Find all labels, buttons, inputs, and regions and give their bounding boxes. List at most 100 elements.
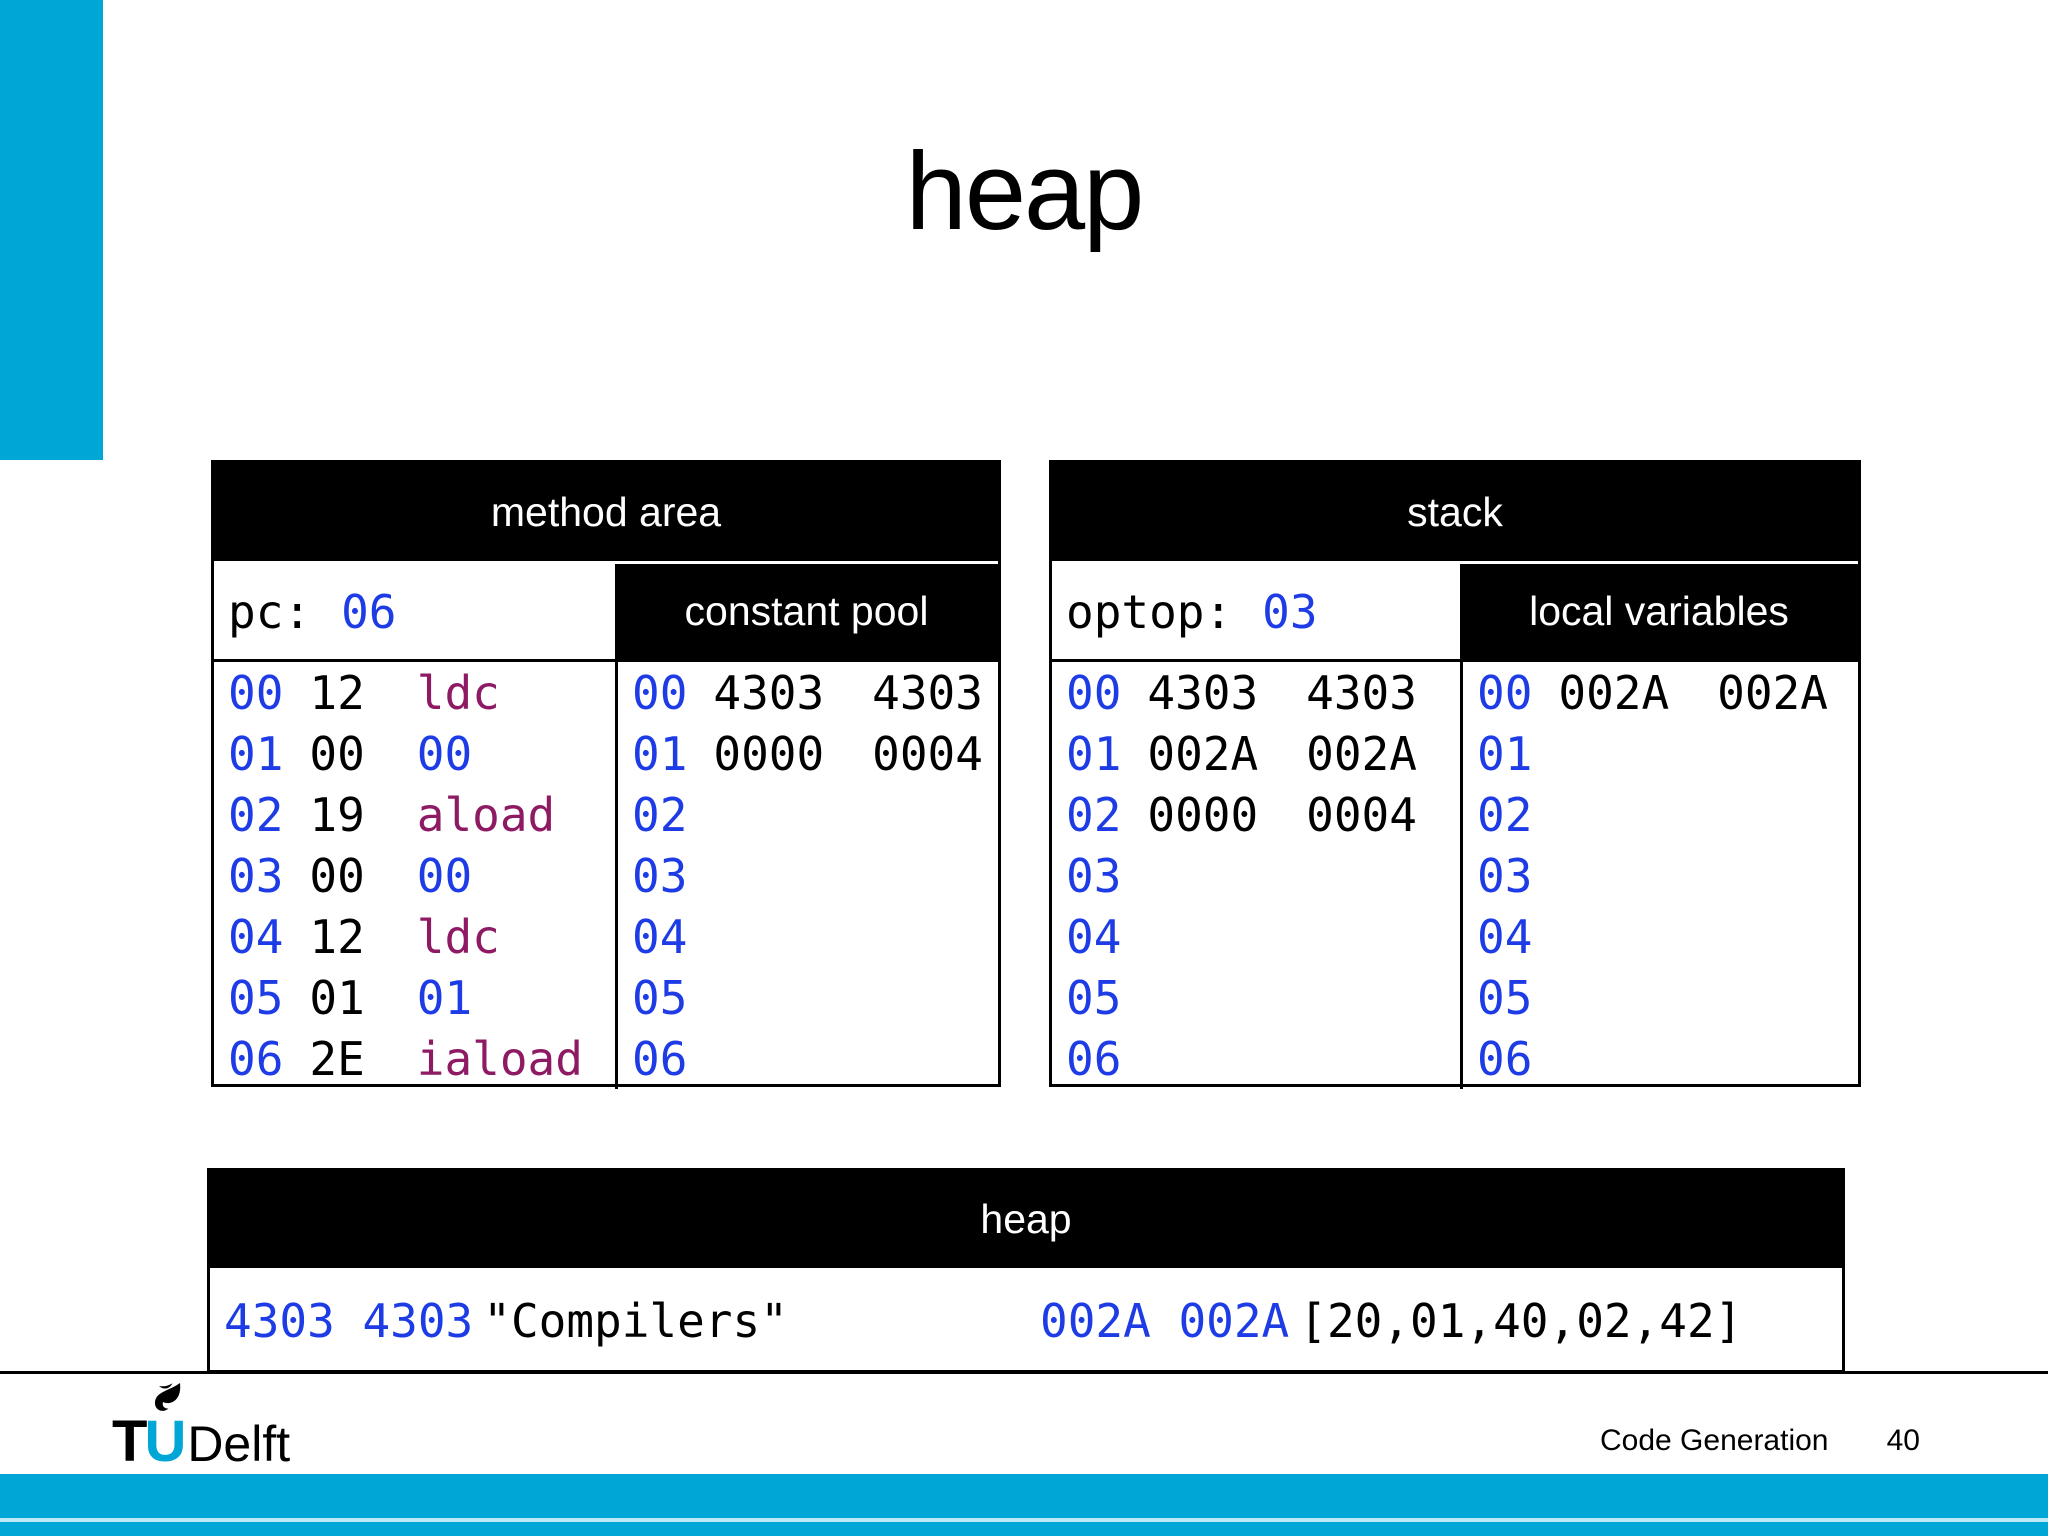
method-area-header: method area <box>214 463 998 561</box>
byte-value: 00 <box>309 726 365 781</box>
address-label: 03 <box>1477 848 1533 903</box>
byte-value: 12 <box>309 909 365 964</box>
address-label: 06 <box>228 1031 284 1086</box>
table-row: 00 002A 002A <box>1463 662 1858 723</box>
byte-value: 2E <box>309 1031 365 1086</box>
heap-value: "Compilers" <box>483 1293 788 1348</box>
method-area-subheader-row: pc: 06 constant pool <box>214 564 998 662</box>
address-label: 05 <box>1477 970 1533 1025</box>
stack-header: stack <box>1052 463 1858 561</box>
address-label: 06 <box>1477 1031 1533 1086</box>
mnemonic: ldc <box>416 665 500 720</box>
table-row: 03 <box>1052 845 1460 906</box>
method-area-table: method area pc: 06 constant pool 00 12 ldc… <box>211 460 1001 1089</box>
cell-value: 4303 <box>1147 665 1259 720</box>
cell-value: 002A <box>1558 665 1670 720</box>
table-row: 04 <box>618 906 998 967</box>
heap-address: 002A 002A <box>1040 1293 1290 1348</box>
constant-pool-header: constant pool <box>615 564 998 659</box>
table-row: 05 <box>618 967 998 1028</box>
byte-value: 12 <box>309 665 365 720</box>
address-label: 04 <box>1066 909 1122 964</box>
heap-address: 4303 4303 <box>224 1293 474 1348</box>
address-label: 01 <box>228 726 284 781</box>
table-row: 05 <box>1463 967 1858 1028</box>
address-label: 03 <box>1066 848 1122 903</box>
table-row: 06 <box>618 1028 998 1089</box>
bottom-band-highlight <box>0 1518 2048 1522</box>
table-row: 01 002A 002A <box>1052 723 1460 784</box>
table-row: 00 12 ldc <box>214 662 615 723</box>
address-label: 01 <box>1477 726 1533 781</box>
address-label: 06 <box>632 1031 688 1086</box>
table-row: 02 <box>1463 784 1858 845</box>
address-label: 05 <box>632 970 688 1025</box>
footer-right: Code Generation 40 <box>1600 1424 1920 1458</box>
cell-value: 002A <box>1306 726 1417 781</box>
byte-value: 01 <box>309 970 365 1025</box>
address-label: 02 <box>1066 787 1122 842</box>
address-label: 03 <box>632 848 688 903</box>
footer-divider <box>0 1371 2048 1374</box>
mnemonic: ldc <box>416 909 500 964</box>
heap-entry: 002A 002A[20,01,40,02,42] <box>1026 1294 1842 1348</box>
header-gap <box>210 1268 1842 1271</box>
heap-header: heap <box>210 1171 1842 1268</box>
table-row: 04 12 ldc <box>214 906 615 967</box>
mnemonic: aload <box>416 787 556 842</box>
table-row: 03 <box>618 845 998 906</box>
logo-t: T <box>112 1409 147 1474</box>
cell-value: 002A <box>1717 665 1828 720</box>
optop-label: optop: <box>1066 584 1233 639</box>
cell-value: 002A <box>1147 726 1259 781</box>
header-gap <box>214 561 998 564</box>
address-label: 02 <box>228 787 284 842</box>
logo-delft: Delft <box>187 1416 291 1472</box>
address-label: 04 <box>1477 909 1533 964</box>
address-label: 06 <box>1066 1031 1122 1086</box>
table-row: 03 <box>1463 845 1858 906</box>
cell-value: 4303 <box>1306 665 1417 720</box>
byte-value: 00 <box>309 848 365 903</box>
page-number: 40 <box>1886 1424 1920 1457</box>
tu-delft-logo: TUDelft <box>112 1382 372 1474</box>
operand: 00 <box>416 726 473 781</box>
address-label: 05 <box>1066 970 1122 1025</box>
table-row: 04 <box>1052 906 1460 967</box>
heap-entry: 4303 4303"Compilers" <box>210 1294 1026 1348</box>
cell-value: 4303 <box>872 665 983 720</box>
table-row: 02 <box>618 784 998 845</box>
table-row: 06 <box>1463 1028 1858 1089</box>
cell-value: 0004 <box>1306 787 1417 842</box>
table-row: 05 <box>1052 967 1460 1028</box>
operand: 00 <box>416 848 473 903</box>
table-row: 01 00 00 <box>214 723 615 784</box>
address-label: 02 <box>632 787 688 842</box>
table-row: 01 <box>1463 723 1858 784</box>
accent-sidebar <box>0 0 103 460</box>
page-title: heap <box>905 130 1145 253</box>
cell-value: 4303 <box>713 665 825 720</box>
address-label: 00 <box>228 665 284 720</box>
address-label: 01 <box>1066 726 1122 781</box>
course-name: Code Generation <box>1600 1424 1829 1457</box>
address-label: 04 <box>228 909 284 964</box>
heap-table: heap 4303 4303"Compilers"002A 002A[20,01… <box>207 1168 1845 1373</box>
bottom-accent-band <box>0 1474 2048 1536</box>
pc-label: pc: <box>228 584 312 639</box>
address-label: 05 <box>228 970 284 1025</box>
address-label: 00 <box>1477 665 1533 720</box>
cell-value: 0004 <box>872 726 983 781</box>
heap-row: 4303 4303"Compilers"002A 002A[20,01,40,0… <box>210 1271 1842 1370</box>
